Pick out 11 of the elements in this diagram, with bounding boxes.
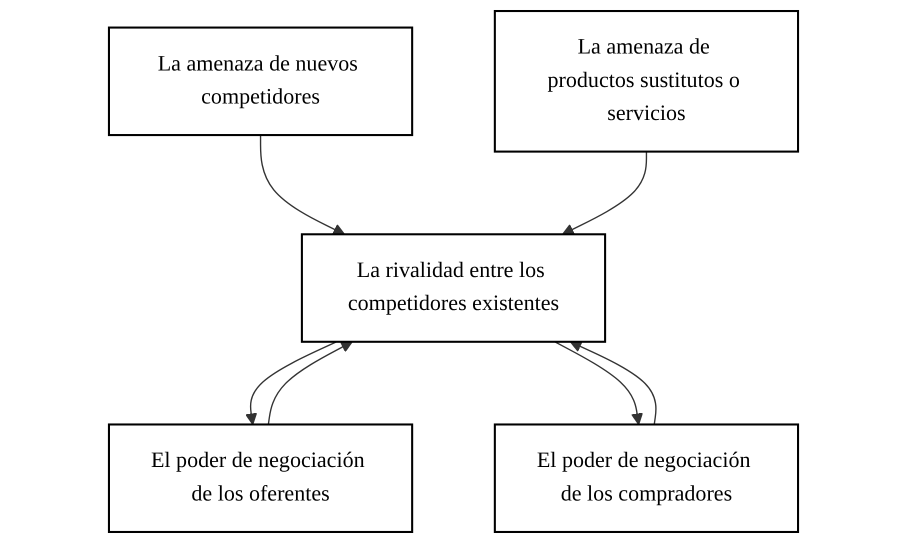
arrow [570,340,657,425]
node-box: El poder de negociación de los compradores [494,423,800,533]
arrow [554,341,644,426]
node-box: La rivalidad entre los competidores existentes [300,233,606,343]
arrow [260,135,345,235]
node-box: El poder de negociación de los oferentes [108,423,414,533]
node-box: La amenaza de nuevos competidores [108,26,414,136]
arrow [268,341,353,425]
arrow [245,341,337,426]
node-box: La amenaza de productos sustitutos o servicios [494,10,800,153]
arrow [562,152,648,235]
